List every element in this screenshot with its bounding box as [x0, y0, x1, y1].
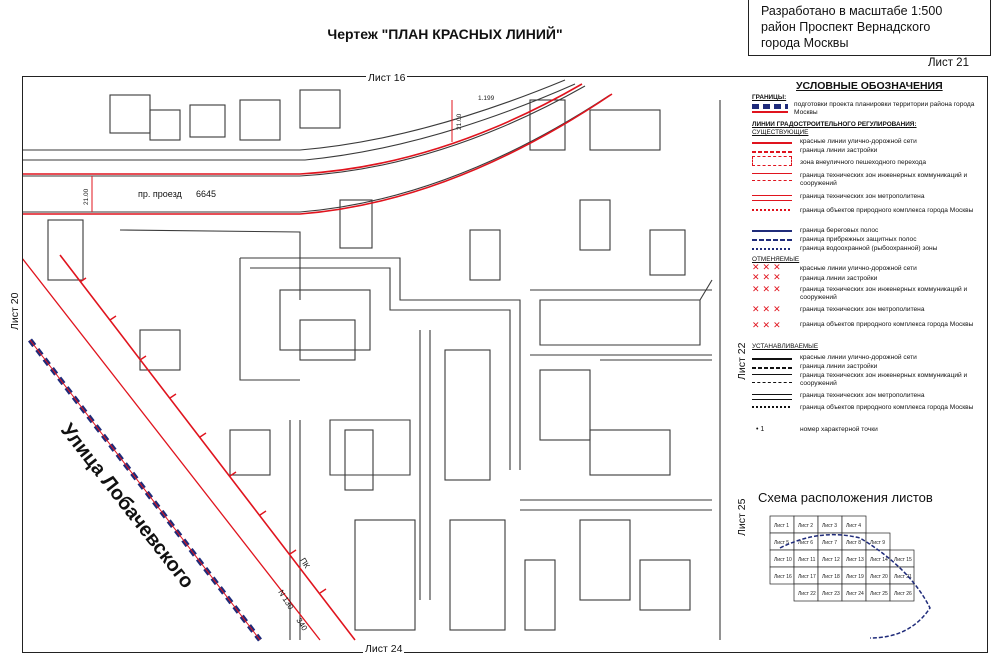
map-drawing: 21.00 21.00 1.199 пр. проезд 6645 ПК N 1… — [23, 79, 721, 642]
scheme-cell-label: Лист 19 — [846, 574, 864, 580]
legend-cancelled-item: граница объектов природного комплекса го… — [800, 321, 974, 328]
legend-established-item: граница технических зон инженерных комму… — [800, 372, 968, 387]
scheme-cell-label: Лист 2 — [798, 523, 813, 529]
width-label-1: 21.00 — [83, 188, 90, 205]
legend: УСЛОВНЫЕ ОБОЗНАЧЕНИЯ ГРАНИЦЫ: подготовки… — [748, 78, 986, 498]
scheme-cell-label: Лист 22 — [798, 591, 816, 597]
map-linework — [23, 79, 721, 640]
scheme-boundary — [779, 533, 931, 639]
point-symbol: • 1 — [756, 426, 765, 433]
legend-cancelled-item: граница технических зон инженерных комму… — [800, 286, 968, 301]
drawing-frame — [22, 76, 988, 653]
document-title: Чертеж "ПЛАН КРАСНЫХ ЛИНИЙ" — [327, 26, 563, 42]
cross-icon: ✕✕✕ — [752, 304, 784, 314]
scheme-cell-label: Лист 1 — [774, 523, 789, 529]
point-label: 1.199 — [478, 95, 495, 102]
stamp-line-district: район Проспект Вернадского — [761, 20, 931, 34]
cross-icon: ✕✕✕ — [752, 284, 784, 294]
legend-regulation-header: ЛИНИИ ГРАДОСТРОИТЕЛЬНОГО РЕГУЛИРОВАНИЯ: — [752, 121, 917, 128]
scheme-cell-label: Лист 4 — [846, 523, 861, 529]
scheme-cell-label: Лист 18 — [822, 574, 840, 580]
scheme-cell-label: Лист 6 — [798, 540, 813, 546]
scheme-title: Схема расположения листов — [758, 490, 933, 505]
legend-project-boundary: подготовки проекта планировки территории… — [794, 101, 975, 116]
scheme-cell-label: Лист 5 — [774, 540, 789, 546]
n-label: N 130 — [276, 588, 295, 611]
street-main-label: Улица Лобачевского — [56, 420, 198, 593]
legend-established-header: УСТАНАВЛИВАЕМЫЕ — [752, 343, 819, 350]
legend-existing-item: граница технических зон инженерных комму… — [800, 172, 968, 187]
scheme-cell-label: Лист 26 — [894, 591, 912, 597]
legend-symbol-project — [752, 104, 788, 109]
street-proezd-label: пр. проезд — [138, 189, 183, 199]
scheme-cell-label: Лист 16 — [774, 574, 792, 580]
sheet-label-bottom: Лист 24 — [363, 643, 405, 655]
stamp-line-city: города Москвы — [761, 36, 849, 50]
sheet-label-left: Лист 20 — [9, 292, 21, 330]
legend-cancelled-item: красные линии улично-дорожной сети — [800, 265, 917, 272]
sheet-number: Лист 21 — [928, 57, 969, 69]
legend-cancelled-item: граница технических зон метрополитена — [800, 306, 925, 313]
sheet-label-right-lower: Лист 25 — [736, 498, 748, 536]
stamp-line-scale: Разработано в масштабе 1:500 — [761, 4, 943, 18]
legend-established-item: граница линии застройки — [800, 363, 878, 370]
scheme-cell-label: Лист 15 — [894, 557, 912, 563]
legend-existing-item: граница береговых полос — [800, 227, 879, 234]
legend-existing-item: красные линии улично-дорожной сети — [800, 138, 917, 145]
scheme-cell-label: Лист 8 — [846, 540, 861, 546]
sheet-label-right-upper: Лист 22 — [736, 342, 748, 380]
legend-point-item: номер характерной точки — [800, 426, 878, 433]
legend-cancelled-item: граница линии застройки — [800, 275, 878, 282]
n-value: 340 — [294, 616, 309, 633]
scheme-cell-label: Лист 21 — [894, 574, 912, 580]
legend-established-item: граница технических зон метрополитена — [800, 392, 925, 399]
legend-established-item: граница объектов природного комплекса го… — [800, 404, 974, 411]
scheme-cell-label: Лист 23 — [822, 591, 840, 597]
proezd-number-label: 6645 — [196, 189, 216, 199]
cross-icon: ✕✕✕ — [752, 272, 784, 282]
legend-existing-item: граница линии застройки — [800, 147, 878, 154]
cross-icon: ✕✕✕ — [752, 262, 784, 272]
scheme-cell-label: Лист 10 — [774, 557, 792, 563]
red-line-ticks — [79, 277, 327, 594]
scheme-cell-label: Лист 9 — [870, 540, 885, 546]
scheme-cell-label: Лист 20 — [870, 574, 888, 580]
legend-existing-header: СУЩЕСТВУЮЩИЕ — [752, 129, 809, 136]
scheme-cell-label: Лист 17 — [798, 574, 816, 580]
legend-existing-item: зона внеуличного пешеходного перехода — [800, 159, 927, 166]
scheme-cell-label: Лист 7 — [822, 540, 837, 546]
scheme-cell-label: Лист 12 — [822, 557, 840, 563]
legend-cancelled-header: ОТМЕНЯЕМЫЕ — [752, 256, 800, 263]
legend-existing-item: граница водоохранной (рыбоохранной) зоны — [800, 245, 938, 252]
scheme-cell — [889, 583, 915, 602]
title-stamp: Разработано в масштабе 1:500 район Просп… — [748, 0, 991, 56]
scheme-cell-label: Лист 11 — [798, 557, 816, 563]
project-boundary-redline — [29, 339, 261, 641]
legend-boundaries-header: ГРАНИЦЫ: — [752, 94, 787, 101]
width-label-2: 21.00 — [456, 113, 463, 130]
legend-established-item: красные линии улично-дорожной сети — [800, 354, 917, 361]
scheme-cell-label: Лист 24 — [846, 591, 864, 597]
scheme-cell-label: Лист 14 — [870, 557, 888, 563]
red-lines — [23, 83, 613, 641]
legend-title: УСЛОВНЫЕ ОБОЗНАЧЕНИЯ — [796, 80, 943, 92]
map-area: 21.00 21.00 1.199 пр. проезд 6645 ПК N 1… — [23, 77, 735, 652]
legend-existing-item: граница объектов природного комплекса го… — [800, 207, 974, 214]
legend-existing-item: граница прибрежных защитных полос — [800, 236, 917, 243]
scheme-cell-label: Лист 13 — [846, 557, 864, 563]
legend-existing-item: граница технических зон метрополитена — [800, 193, 925, 200]
sheet-scheme: Лист 1 Лист 2 Лист 3 Лист 4 Лист 5 Лист 6 Лист… — [769, 515, 931, 639]
cross-icon: ✕✕✕ — [752, 320, 784, 330]
sheet-label-top: Лист 16 — [366, 72, 408, 84]
scheme-cell-label: Лист 3 — [822, 523, 837, 529]
scheme-cell-label: Лист 25 — [870, 591, 888, 597]
